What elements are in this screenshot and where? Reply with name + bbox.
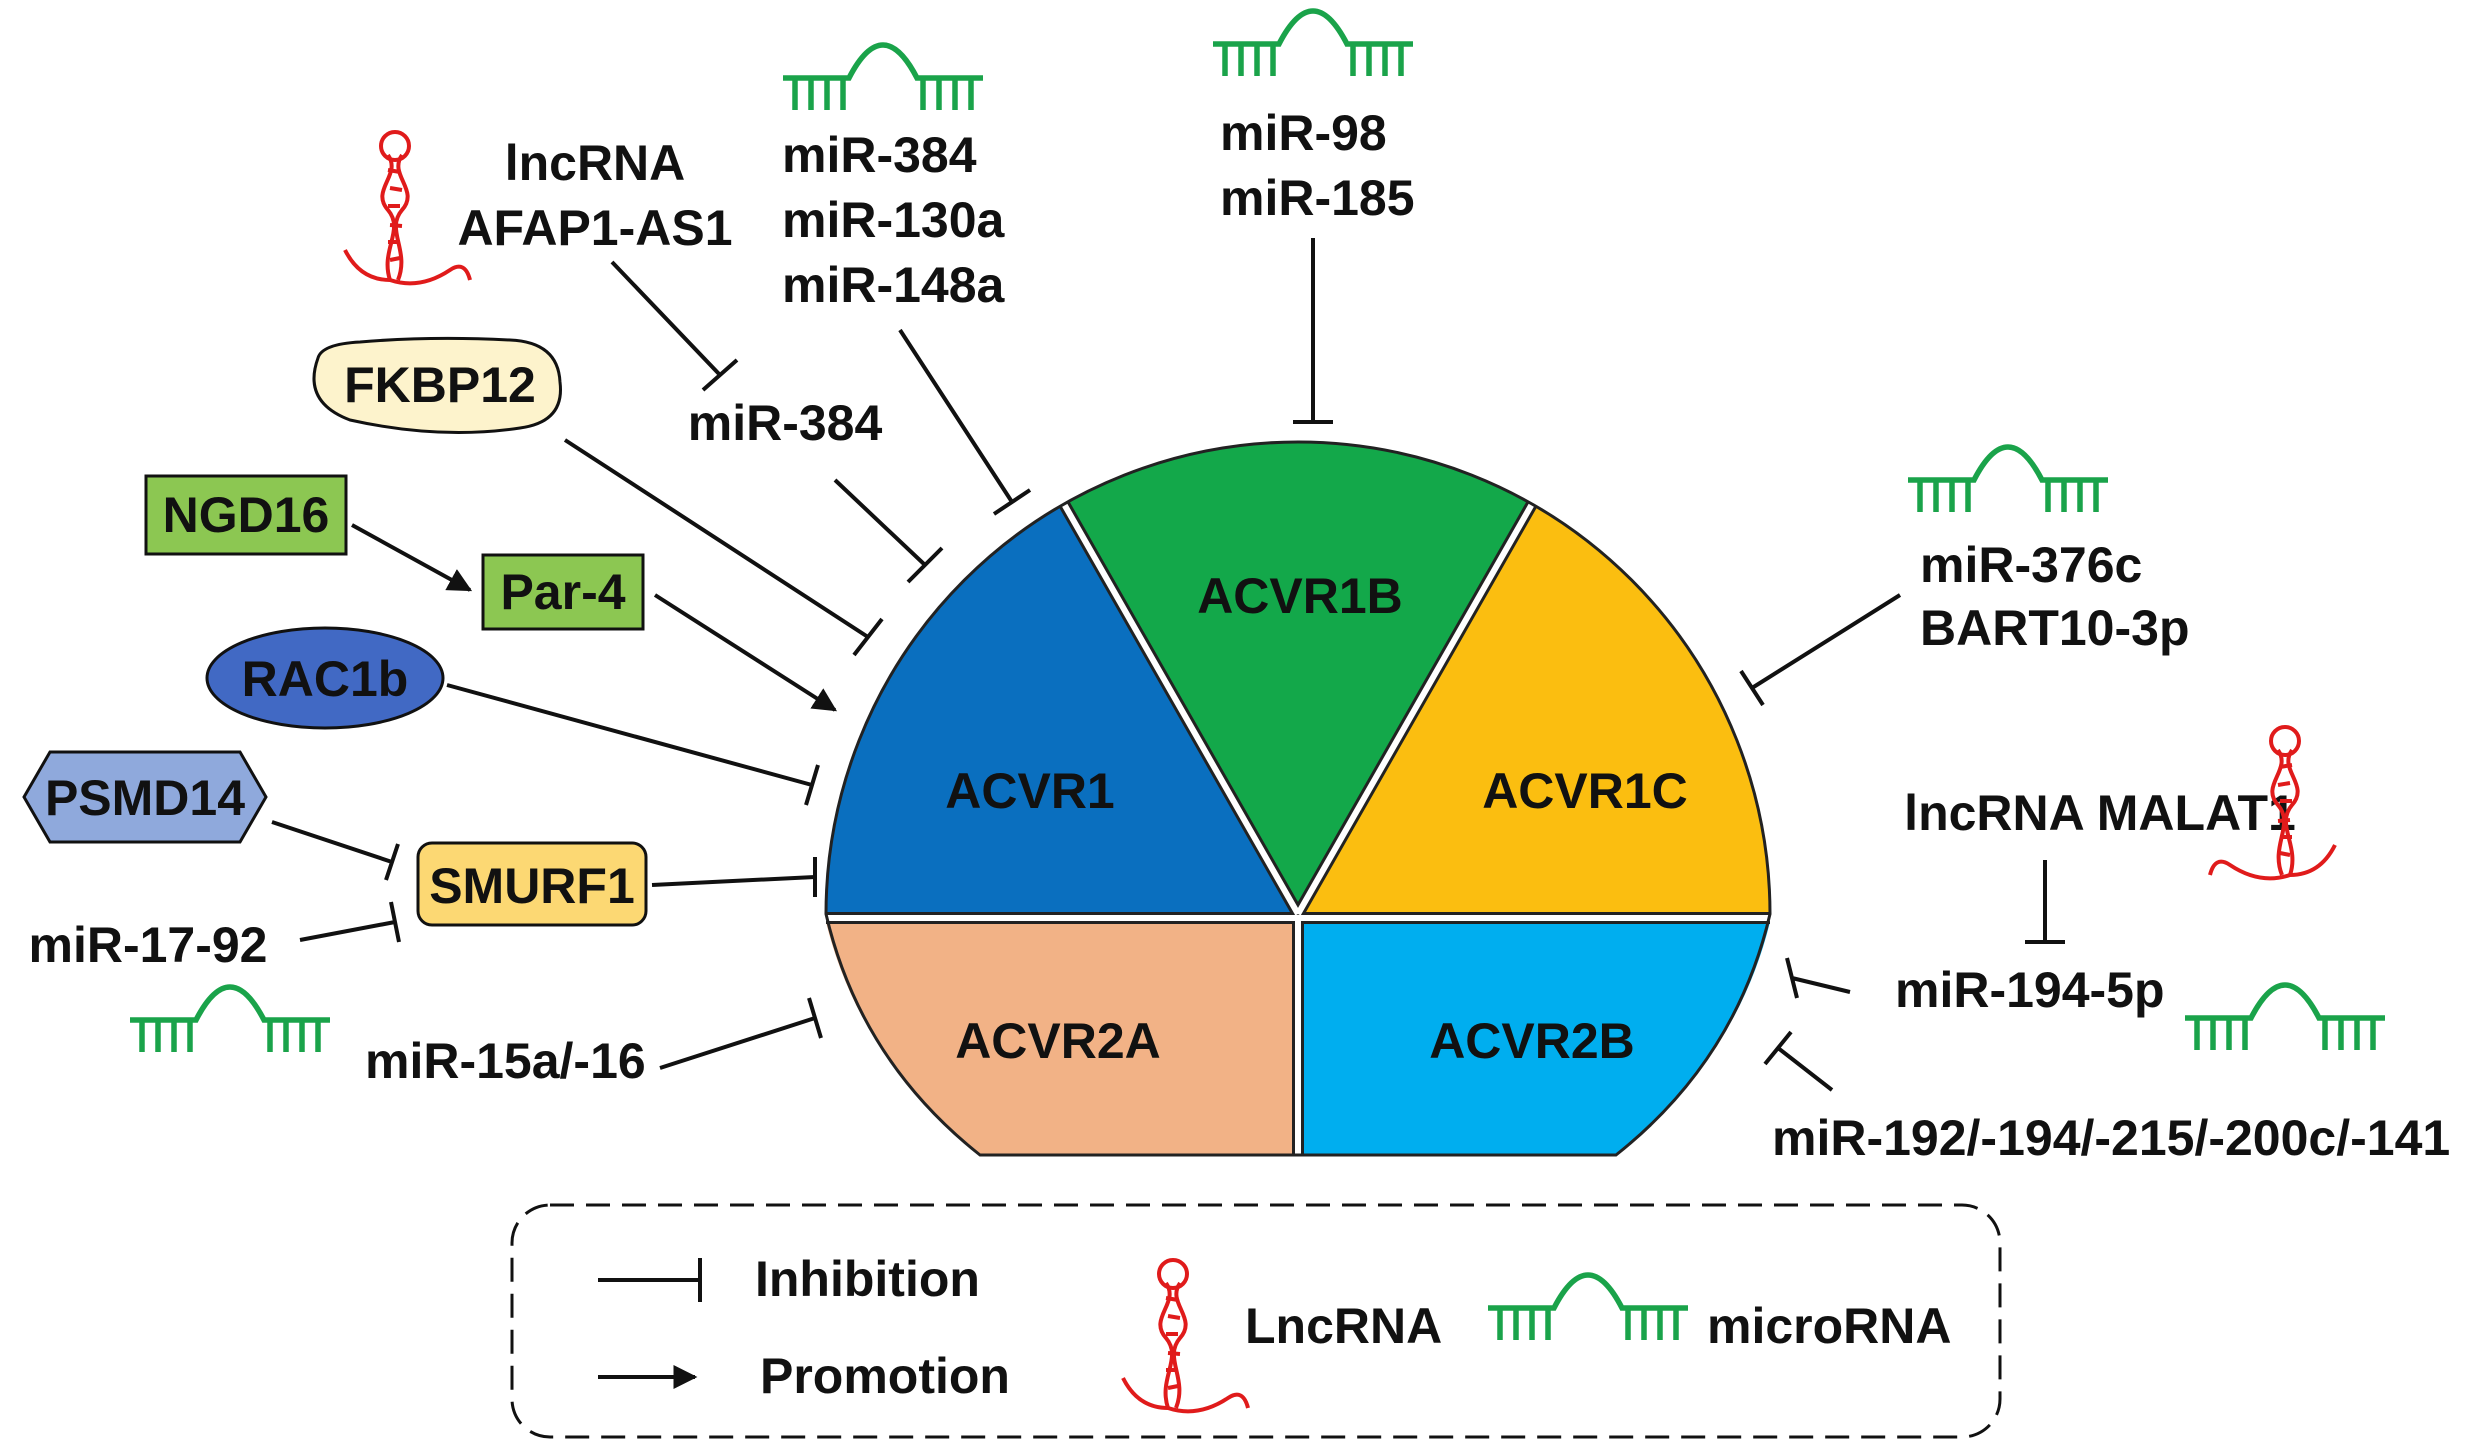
- mir-group3-inhibits-acvr1c-line: [1739, 593, 1902, 707]
- mir384-inhibits-acvr1-line: [833, 478, 944, 584]
- rac1b-label: RAC1b: [242, 651, 409, 707]
- acvr2a-label: ACVR2A: [955, 1013, 1161, 1069]
- lncrna-malat1-label: lncRNA MALAT1: [1904, 785, 2296, 841]
- acvr1-segment[interactable]: [826, 504, 1298, 914]
- acvr1-label: ACVR1: [945, 763, 1114, 819]
- microrna-icon: [1488, 1275, 1688, 1340]
- mir-group2-item-2: miR-185: [1220, 170, 1415, 226]
- smurf1-inhibits-acvr1-line: [651, 857, 817, 897]
- mir-cluster-label: miR-192/-194/-215/-200c/-141: [1772, 1110, 2450, 1166]
- mir-group1-item-1: miR-384: [782, 127, 977, 183]
- ngd16-promotes-par4-arrow: [351, 523, 473, 592]
- mir1945p-inhibits-acvr2b-line: [1785, 957, 1851, 999]
- legend-box: [510, 1203, 2002, 1439]
- microrna-icon: [1908, 447, 2108, 512]
- fkbp12-shape[interactable]: [312, 336, 562, 434]
- legend: Inhibition Promotion LncRNA microRNA: [510, 1203, 2002, 1439]
- microrna-icon: [2185, 985, 2385, 1050]
- psmd14-hexagon[interactable]: [22, 750, 268, 844]
- acvr2b-label: ACVR2B: [1429, 1013, 1635, 1069]
- acvr1b-label: ACVR1B: [1197, 568, 1403, 624]
- microrna-icon: [783, 45, 983, 110]
- legend-promotion-label: Promotion: [760, 1348, 1010, 1404]
- receptor-complex: ACVR1 ACVR1B ACVR1C ACVR2A ACVR2B: [824, 440, 1772, 1157]
- mir-group1-item-3: miR-148a: [782, 257, 1006, 313]
- acvr1b-segment[interactable]: [1064, 441, 1532, 914]
- mir384-target-label: miR-384: [688, 395, 883, 451]
- microrna-icon: [1213, 11, 1413, 76]
- smurf1-label: SMURF1: [429, 858, 635, 914]
- mir-group3-item-2: BART10-3p: [1920, 600, 2189, 656]
- legend-microrna-label: microRNA: [1707, 1298, 1951, 1354]
- mir1945p-label: miR-194-5p: [1895, 962, 2165, 1018]
- mir-group2-inhibits-acvr1b-line: [1293, 238, 1333, 424]
- lncrna-icon: [343, 130, 472, 286]
- acvr1c-label: ACVR1C: [1482, 763, 1688, 819]
- par4-label: Par-4: [500, 564, 625, 620]
- mir-group1-item-2: miR-130a: [782, 192, 1006, 248]
- mir15a16-inhibits-acvr2a-line: [659, 997, 823, 1070]
- psmd14-label: PSMD14: [45, 770, 245, 826]
- par4-promotes-acvr1-arrow: [653, 593, 838, 712]
- mir-cluster-inhibits-acvr2b-line: [1763, 1030, 1834, 1092]
- rac1b-inhibits-acvr1-line: [446, 683, 820, 806]
- smurf1-box[interactable]: [416, 841, 648, 927]
- acvr2b-segment[interactable]: [1302, 922, 1770, 1155]
- inhibition-symbol: [598, 1258, 702, 1302]
- ngd16-label: NGD16: [163, 487, 330, 543]
- mir15a16-label: miR-15a/-16: [365, 1033, 646, 1089]
- fkbp12-label: FKBP12: [344, 357, 536, 413]
- mir-group2-item-1: miR-98: [1220, 105, 1387, 161]
- legend-lncrna-label: LncRNA: [1245, 1298, 1442, 1354]
- microrna-icon: [130, 987, 330, 1052]
- lncrna-afap1-label-line1: lncRNA: [505, 135, 686, 191]
- rac1b-ellipse[interactable]: [205, 626, 445, 730]
- mir1792-label: miR-17-92: [29, 917, 268, 973]
- malat1-inhibits-mir1945p-line: [2025, 860, 2065, 944]
- legend-inhibition-label: Inhibition: [755, 1251, 980, 1307]
- mir1792-inhibits-smurf1-line: [299, 901, 401, 943]
- mir-group1-inhibits-acvr1-line: [898, 328, 1032, 516]
- par4-box[interactable]: [481, 553, 645, 631]
- mir-group3-item-1: miR-376c: [1920, 537, 2142, 593]
- afap1-inhibits-mir384-line: [610, 260, 739, 392]
- lncrna-afap1-label-line2: AFAP1-AS1: [457, 200, 732, 256]
- fkbp12-inhibits-acvr1-line: [563, 438, 884, 657]
- acvr1c-segment[interactable]: [1298, 504, 1771, 914]
- psmd14-inhibits-smurf1-line: [271, 820, 400, 881]
- ngd16-box[interactable]: [144, 474, 348, 556]
- lncrna-icon: [1121, 1258, 1250, 1414]
- acvr2a-segment[interactable]: [826, 922, 1294, 1155]
